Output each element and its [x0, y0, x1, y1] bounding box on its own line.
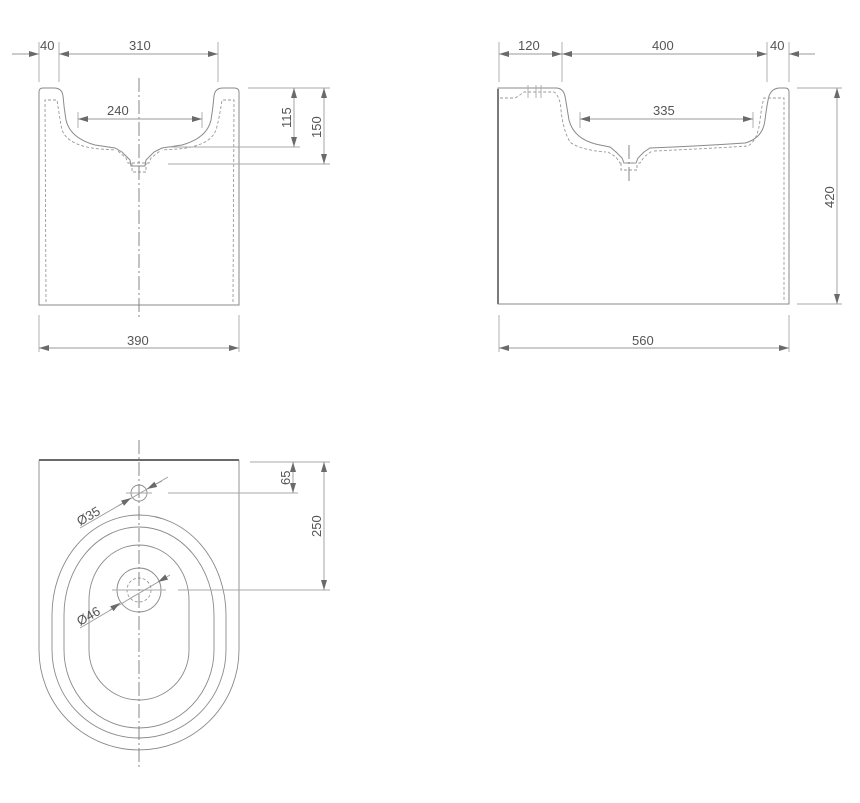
dim-front-bowl-depth: 115 — [279, 107, 294, 128]
dim-side-right-wall: 40 — [770, 38, 784, 53]
front-view: 40 310 240 115 150 390 — [12, 38, 330, 352]
dim-front-bowl-top-width: 310 — [129, 38, 151, 53]
dim-side-tap-deck: 120 — [518, 38, 540, 53]
dim-front-left-wall: 40 — [40, 38, 54, 53]
dim-top-tap-hole-offset: 65 — [278, 471, 293, 485]
side-view: 120 400 40 335 420 560 — [497, 38, 842, 352]
dim-side-overall-height: 420 — [822, 186, 837, 208]
dim-side-overall-length: 560 — [632, 333, 654, 348]
dim-front-overall-width: 390 — [127, 333, 149, 348]
dim-side-bowl-inner-length: 335 — [653, 103, 675, 118]
top-view: Ø35 Ø46 65 250 — [38, 440, 330, 770]
dim-front-bowl-inner-width: 240 — [107, 103, 129, 118]
dim-top-drain-diameter: Ø46 — [74, 603, 103, 628]
dim-side-bowl-top-length: 400 — [652, 38, 674, 53]
dim-top-drain-offset: 250 — [309, 515, 324, 537]
dim-front-drain-depth: 150 — [309, 116, 324, 138]
dim-top-tap-hole-diameter: Ø35 — [74, 503, 103, 528]
